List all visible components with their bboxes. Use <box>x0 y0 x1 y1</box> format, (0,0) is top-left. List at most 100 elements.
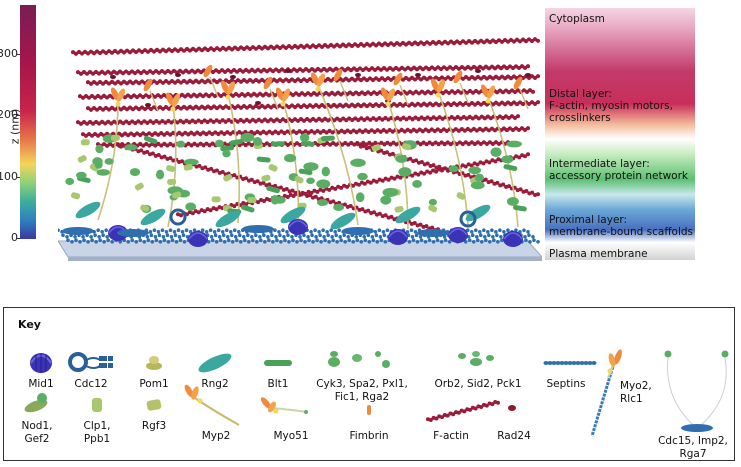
accessory-protein <box>428 204 438 213</box>
key-label-myo51: Myo51 <box>273 430 309 442</box>
rad24-protein <box>525 73 531 77</box>
myosin-head <box>275 87 285 101</box>
accessory-protein <box>268 164 278 172</box>
myosin-head <box>263 76 273 90</box>
accessory-protein <box>176 140 186 148</box>
septin-bead <box>543 361 549 365</box>
cdc12-protein <box>169 208 187 226</box>
myosin-tail <box>399 84 409 106</box>
septin-bead <box>575 361 581 365</box>
accessory-protein <box>355 192 365 203</box>
myp2-icon <box>184 384 240 426</box>
key-label-factin: F-actin <box>433 430 469 442</box>
nod1-icon <box>24 393 48 413</box>
actin-bead <box>468 407 472 412</box>
rad24-protein <box>475 69 481 73</box>
septins-icon <box>543 361 597 365</box>
accessory-protein <box>273 196 286 204</box>
accessory-protein <box>401 143 412 151</box>
rng2-protein <box>465 204 491 222</box>
cyk3-group-icon <box>328 351 390 368</box>
actin-bead <box>428 417 433 422</box>
accessory-protein <box>371 144 381 152</box>
accessory-protein <box>75 171 87 179</box>
accessory-protein <box>294 175 304 184</box>
key-label-line: Gef2 <box>24 433 50 445</box>
orb2-group-icon <box>458 351 494 366</box>
septin-bead <box>579 361 585 365</box>
rng2-protein <box>75 201 101 219</box>
layer-proximal-title: Proximal layer: <box>549 214 628 226</box>
key-label-orb2: Orb2, Sid2, Pck1 <box>434 378 522 390</box>
blt1-protein <box>298 168 313 176</box>
cdc15-protein <box>62 227 94 235</box>
layer-distal: Distal layer: F-actin, myosin motors, cr… <box>549 88 673 124</box>
actin-bead <box>496 400 500 405</box>
key-label-clp1: Clp1, Ppb1 <box>74 420 120 446</box>
key-label-septins: Septins <box>546 378 586 390</box>
accessory-protein <box>110 134 120 141</box>
factin-filaments <box>70 37 541 233</box>
blt1-protein <box>512 204 527 212</box>
y-tick-100: 100 <box>0 170 18 183</box>
y-tickmark <box>16 177 20 178</box>
layer-distal-title: Distal layer: <box>549 88 612 100</box>
accessory-protein <box>223 173 233 182</box>
key-label-line: Cyk3, Spa2, Pxl1, <box>316 378 408 390</box>
accessory-protein <box>95 144 104 154</box>
layer-intermediate-line: accessory protein network <box>549 170 688 182</box>
key-label-cdc15: Cdc15, Imp2, Rga7 <box>650 435 736 461</box>
actin-bead <box>440 415 444 420</box>
blt1-protein <box>240 204 255 213</box>
clp1-icon <box>92 398 102 412</box>
rad24-protein <box>145 103 151 107</box>
key-panel: Key <box>3 307 735 461</box>
layer-intermediate-title: Intermediate layer: <box>549 158 650 170</box>
accessory-protein <box>240 132 255 143</box>
y-tickmark <box>16 115 20 116</box>
accessory-protein <box>468 166 482 175</box>
mid1-icon <box>30 353 52 373</box>
accessory-protein <box>284 154 297 163</box>
key-label-line: Fic1, Rga2 <box>334 391 390 403</box>
actin-bead <box>484 403 489 408</box>
z-colorbar <box>20 5 36 239</box>
septin-bead <box>551 361 557 365</box>
layer-intermediate: Intermediate layer: accessory protein ne… <box>549 158 688 182</box>
myosin-head <box>380 87 390 101</box>
key-label-fimbrin: Fimbrin <box>349 430 389 442</box>
myo51-icon <box>260 397 308 414</box>
septin-bead <box>587 361 593 365</box>
factin-filament <box>75 114 521 126</box>
rad24-protein <box>175 73 181 77</box>
myosin-tail <box>519 88 529 110</box>
accessory-protein <box>395 155 408 163</box>
rad24-protein <box>415 73 421 77</box>
y-tickmark <box>16 54 20 55</box>
key-icons <box>24 349 729 437</box>
accessory-protein <box>70 192 81 200</box>
plasma-membrane-slab <box>58 240 542 258</box>
myosin-tail <box>339 80 349 102</box>
accessory-protein <box>398 167 412 177</box>
y-tickmark <box>16 238 20 239</box>
blt1-protein <box>503 164 518 172</box>
accessory-protein <box>316 199 329 206</box>
layer-proximal-line: membrane-bound scaffolds <box>549 226 694 238</box>
y-tick-200: 200 <box>0 108 18 121</box>
rad24-protein <box>110 75 116 79</box>
accessory-protein <box>303 162 319 171</box>
key-label-mid1: Mid1 <box>28 378 54 390</box>
blt1-protein <box>220 145 235 152</box>
myosin-head <box>116 88 126 102</box>
rad24-protein <box>285 69 291 73</box>
accessory-protein <box>394 205 404 213</box>
myosin-head <box>486 85 496 99</box>
myosin-head <box>453 70 463 84</box>
accessory-protein <box>214 139 224 148</box>
light-chain <box>435 92 441 98</box>
accessory-protein <box>129 168 141 177</box>
mid1-ridge <box>503 232 523 240</box>
accessory-protein <box>380 195 392 205</box>
actin-bead <box>434 416 439 421</box>
